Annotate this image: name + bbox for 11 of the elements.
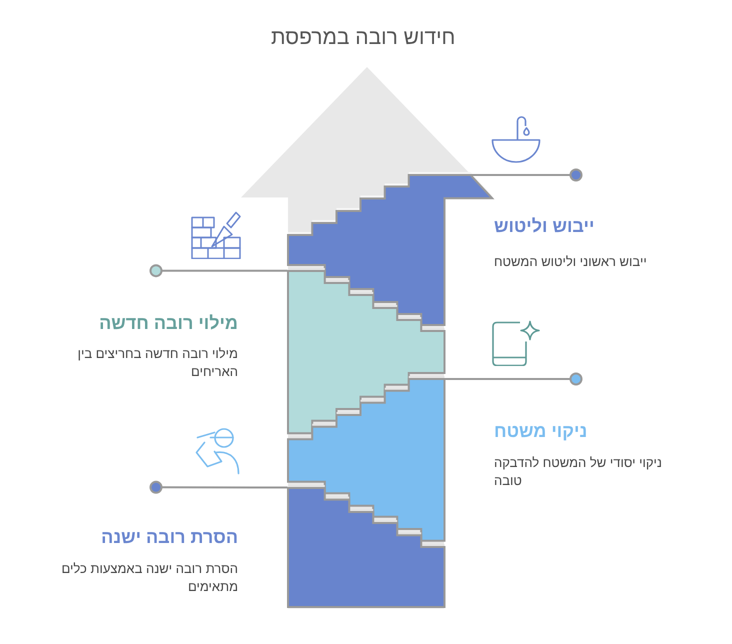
step-description: הסרת רובה ישנה באמצעות כלים מתאימים — [60, 560, 238, 596]
title: חידוש רובה במרפסת — [271, 25, 456, 51]
step-description: ניקוי יסודי של המשטח להדבקה טובה — [494, 454, 663, 490]
leader-line — [150, 480, 288, 494]
step-description: ייבוש ראשוני וליטוש המשטח — [494, 253, 648, 271]
step-heading: ניקוי משטח — [494, 420, 588, 442]
step-heading: הסרת רובה ישנה — [100, 526, 238, 548]
step-description: מילוי רובה חדשה בחריצים בין האריחים — [76, 345, 238, 381]
step-heading: ייבוש וליטוש — [494, 215, 596, 237]
step-heading: מילוי רובה חדשה — [98, 312, 238, 334]
leader-line — [444, 372, 582, 386]
